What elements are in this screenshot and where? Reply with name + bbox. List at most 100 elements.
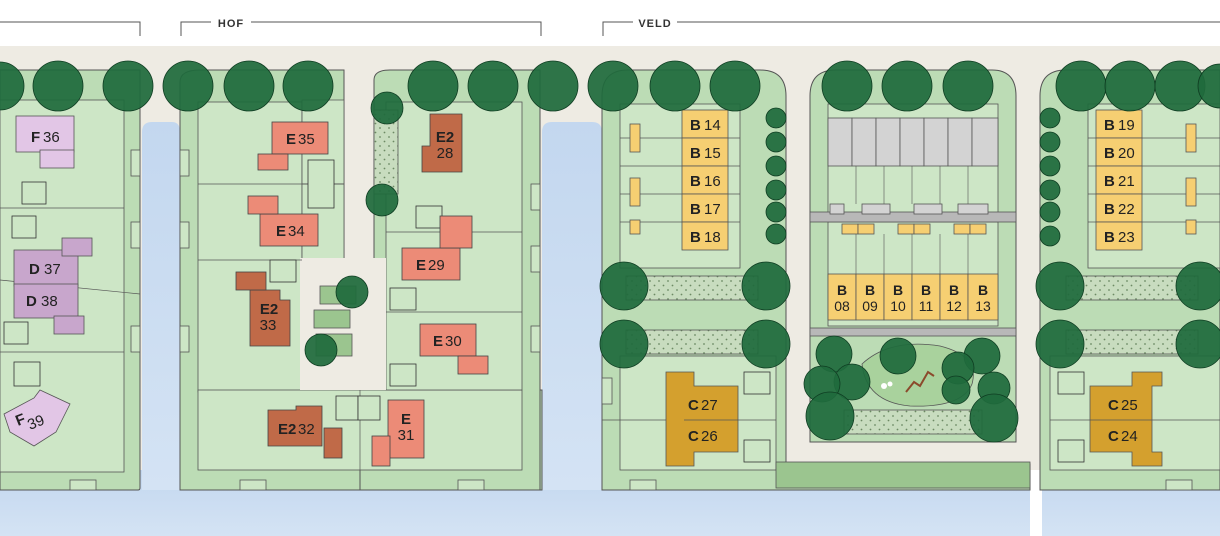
building-d38 (13, 283, 79, 319)
lot-f39-num: 39 (25, 412, 47, 434)
lot-b18-num: 18 (704, 229, 721, 246)
lot-e35-type: E (286, 131, 296, 148)
building-b20 (1095, 137, 1143, 167)
building-b19 (1095, 109, 1143, 139)
lot-c24-type: C (1108, 428, 1119, 445)
lot-b14-type: B (690, 117, 701, 134)
building-e30 (419, 323, 477, 357)
lot-c26-num: 26 (701, 428, 718, 445)
lot-e34-type: E (276, 223, 286, 240)
play-structure (905, 370, 935, 393)
block-center (809, 69, 1017, 443)
building-c25-c24 (1089, 371, 1163, 467)
lot-b21-type: B (1104, 173, 1115, 190)
lot-b15-num: 15 (704, 145, 721, 162)
building-f39 (3, 389, 71, 447)
canal-1 (142, 122, 180, 490)
lot-e2-32-num: 32 (298, 421, 315, 438)
block-veld (601, 69, 1031, 491)
lot-e30-type: E (433, 333, 443, 350)
lot-b22-type: B (1104, 201, 1115, 218)
block-hof (179, 69, 543, 491)
lot-b20-num: 20 (1118, 145, 1135, 162)
building-b22 (1095, 193, 1143, 223)
garden-sheds (3, 181, 47, 387)
garden-sheds-hof (269, 159, 443, 421)
block-west (0, 69, 141, 491)
lot-f36-num: 36 (43, 129, 60, 146)
lot-e34-num: 34 (288, 223, 305, 240)
lot-b12-type: B (949, 282, 959, 298)
trees (0, 60, 1220, 443)
lot-b08-type: B (837, 282, 847, 298)
lot-e35-num: 35 (298, 131, 315, 148)
canal-2 (542, 122, 602, 490)
lot-e31-type: E (401, 411, 411, 428)
zone-label-veld: VELD (638, 18, 671, 30)
block-east (1039, 69, 1220, 491)
lot-e2-32-type: E2 (278, 421, 296, 438)
lot-e30-num: 30 (445, 333, 462, 350)
building-e29 (401, 247, 461, 281)
lot-e2-28-num: 28 (437, 145, 454, 162)
lot-d38-type: D (26, 293, 37, 310)
lot-e2-33-type: E2 (260, 301, 278, 318)
lot-c26-type: C (688, 428, 699, 445)
building-b21 (1095, 165, 1143, 195)
building-b18 (681, 221, 729, 251)
carports (827, 117, 999, 167)
lot-b14-num: 14 (704, 117, 721, 134)
zone-bracket-veld (602, 21, 1220, 36)
lot-d37-type: D (29, 261, 40, 278)
lot-b09-num: 09 (862, 298, 878, 314)
lot-b21-num: 21 (1118, 173, 1135, 190)
lot-d38-num: 38 (41, 293, 58, 310)
building-e2-32 (267, 405, 323, 447)
zone-headers (0, 21, 1220, 36)
lot-c27-type: C (688, 397, 699, 414)
lot-c27-num: 27 (701, 397, 718, 414)
building-e2-33 (249, 289, 291, 347)
lot-b11-type: B (921, 282, 931, 298)
zone-bracket-left (0, 21, 141, 36)
building-e31 (387, 399, 425, 459)
lot-b11-num: 11 (919, 298, 934, 314)
building-e2-28 (421, 113, 463, 173)
lot-d37-num: 37 (44, 261, 61, 278)
lot-e29-num: 29 (428, 257, 445, 274)
lot-b10-num: 10 (890, 298, 906, 314)
lot-b16-type: B (690, 173, 701, 190)
lot-b13-type: B (978, 282, 988, 298)
lot-b17-num: 17 (704, 201, 721, 218)
lot-b18-type: B (690, 229, 701, 246)
lot-b22-num: 22 (1118, 201, 1135, 218)
lot-b08-num: 08 (834, 298, 850, 314)
lot-b23-type: B (1104, 229, 1115, 246)
lot-e29-type: E (416, 257, 426, 274)
building-b16 (681, 165, 729, 195)
lot-b17-type: B (690, 201, 701, 218)
lot-b23-num: 23 (1118, 229, 1135, 246)
zone-bracket-hof (180, 21, 542, 36)
walkway-post (1030, 470, 1042, 536)
building-b14 (681, 109, 729, 139)
building-e35 (271, 121, 329, 155)
building-e34 (259, 213, 319, 247)
building-b23 (1095, 221, 1143, 251)
lot-e31-num: 31 (398, 427, 415, 444)
lot-b09-type: B (865, 282, 875, 298)
lot-c25-num: 25 (1121, 397, 1138, 414)
lot-c25-type: C (1108, 397, 1119, 414)
lot-b16-num: 16 (704, 173, 721, 190)
lot-c24-num: 24 (1121, 428, 1138, 445)
lot-e2-33-num: 33 (260, 317, 277, 334)
lot-b19-num: 19 (1118, 117, 1135, 134)
zone-label-hof: HOF (218, 18, 244, 30)
lot-b19-type: B (1104, 117, 1115, 134)
building-b17 (681, 193, 729, 223)
building-c27-c26 (665, 371, 739, 467)
lot-f36-type: F (31, 129, 40, 146)
lot-b13-num: 13 (975, 298, 991, 314)
